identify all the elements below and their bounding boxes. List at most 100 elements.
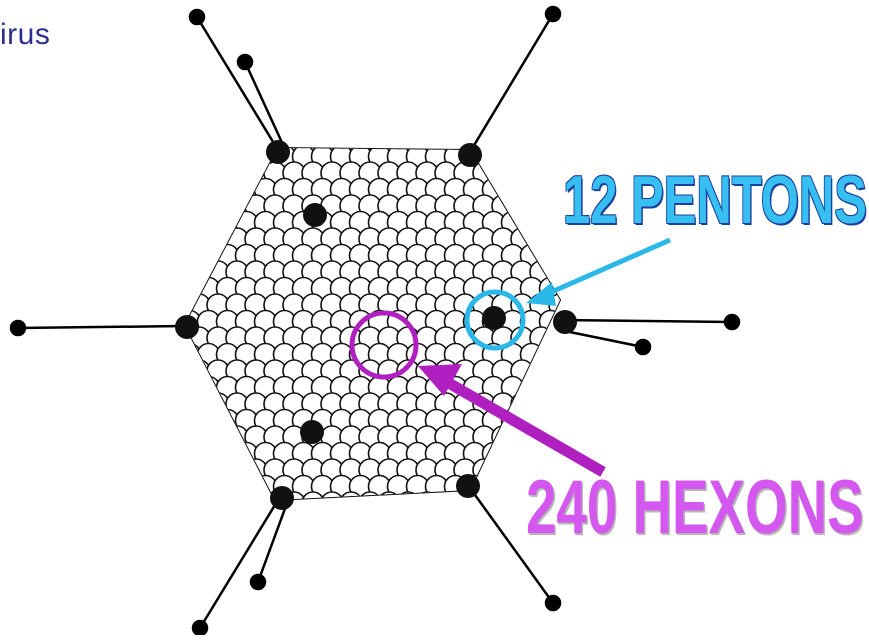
hexon-subunit [521,377,543,399]
hexon-subunit [331,509,353,531]
hexon-subunit [340,492,362,514]
hexon-subunit [511,129,533,151]
hexon-subunit [169,129,191,151]
hexon-subunit [530,195,552,217]
hexon-subunit [207,492,229,514]
hexon-subunit [198,509,220,531]
hexon-subunit [388,509,410,531]
fiber-knob [190,10,204,24]
hexon-subunit [217,443,239,465]
hexon-subunit [179,245,201,267]
hexon-subunit [416,129,438,151]
penton-base [553,310,577,334]
hexon-subunit [549,360,571,382]
hexon-subunit [483,443,505,465]
hexon-subunit [568,360,590,382]
hexon-subunit [169,228,191,250]
hexon-subunit [217,476,239,498]
hexon-subunit [169,426,191,448]
hexon-subunit [511,393,533,415]
hexon-subunit [188,228,210,250]
hexon-subunit [321,492,343,514]
hexon-subunit [217,179,239,201]
partial-title: irus [0,18,50,52]
hexon-subunit [169,393,191,415]
hexon-subunit [530,129,552,151]
hexon-subunit [540,245,562,267]
hexon-subunit [578,410,600,432]
hexon-subunit [540,377,562,399]
fiber-knob [251,575,265,589]
hexon-subunit [445,509,467,531]
hexon-subunit [236,509,258,531]
hexon-subunit [169,261,191,283]
hexon-subunit [492,459,514,481]
hexon-subunit [179,212,201,234]
fiber-knob [193,621,207,635]
hexon-subunit [169,195,191,217]
hexon-subunit [530,360,552,382]
hexon-subunit [483,146,505,168]
penton-base [300,420,324,444]
hexon-subunit [492,129,514,151]
hexon-subunit [169,360,191,382]
hexon-subunit [198,146,220,168]
hexon-subunit [169,492,191,514]
hexon-subunit [217,146,239,168]
fiber-shaft [470,14,553,152]
hexon-subunit [207,129,229,151]
hexon-subunit [530,162,552,184]
hexon-subunit [312,509,334,531]
hexon-subunit [188,195,210,217]
hexon-subunit [502,443,524,465]
hexon-subunit [188,261,210,283]
hexon-subunit [540,146,562,168]
hexon-subunit [302,492,324,514]
hexon-subunit [198,212,220,234]
hexon-subunit [198,476,220,498]
fiber-shaft [560,330,643,347]
hexon-subunit [245,129,267,151]
pentons-label: 12 PENTONS [563,166,867,234]
hexon-subunit [492,162,514,184]
hexon-subunit [416,492,438,514]
hexon-subunit [369,509,391,531]
hexon-subunit [188,162,210,184]
hexon-subunit [559,410,581,432]
hexon-subunit [179,278,201,300]
hexon-subunit [179,344,201,366]
hexon-subunit [359,129,381,151]
hexon-subunit [540,212,562,234]
hexon-subunit [198,245,220,267]
hexon-subunit [188,492,210,514]
hexon-subunit [483,476,505,498]
hexon-subunit [549,393,571,415]
hexon-subunit [578,377,600,399]
penton-base [482,306,506,330]
hexon-subunit [198,410,220,432]
penton-base [266,140,290,164]
hexon-subunit [540,344,562,366]
fiber-knob [725,315,739,329]
hexon-subunit [568,129,590,151]
hexon-subunit [492,492,514,514]
hexon-subunit [397,129,419,151]
hexon-subunit [559,377,581,399]
hexon-subunit [350,509,372,531]
hexon-subunit [179,377,201,399]
fiber-knob [11,321,25,335]
hexon-subunit [521,443,543,465]
hexon-subunit [435,129,457,151]
hexon-subunit [179,146,201,168]
hexons-label: 240 HEXONS [526,470,864,546]
hexon-subunit [245,492,267,514]
hexon-subunit [226,162,248,184]
hexon-subunit [540,410,562,432]
hexon-subunit [293,509,315,531]
hexon-subunit [236,476,258,498]
hexon-subunit [188,459,210,481]
penton-base [456,474,480,498]
hexon-subunit [207,195,229,217]
fiber-knob [546,7,560,21]
